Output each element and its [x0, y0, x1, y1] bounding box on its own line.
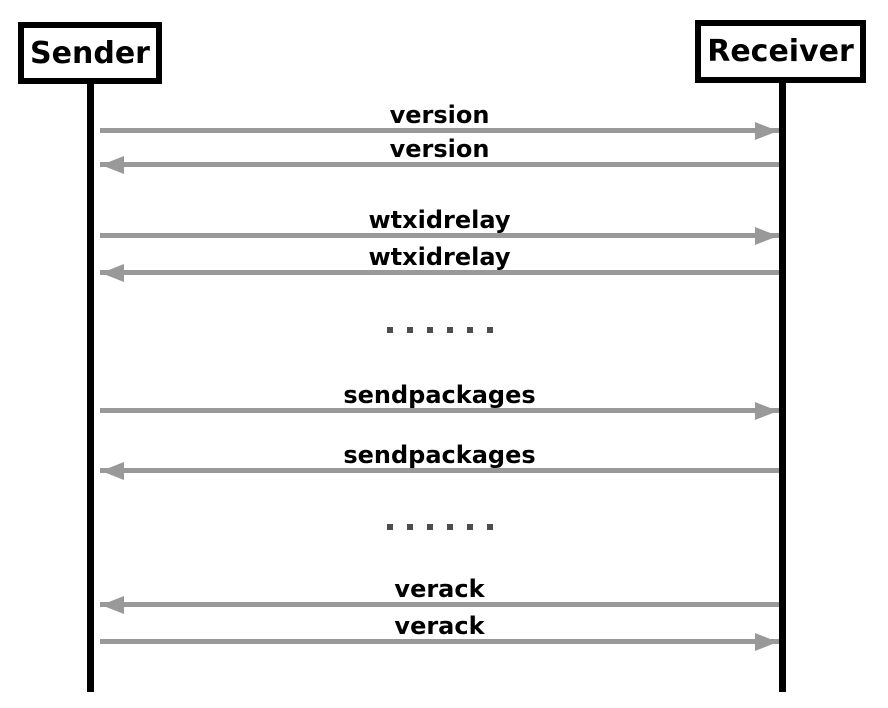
- arrowhead-left-icon: [101, 595, 124, 614]
- message-line: [100, 461, 779, 480]
- message-version-left: version: [100, 137, 779, 174]
- message-line: [100, 401, 779, 420]
- message-label: sendpackages: [343, 441, 536, 469]
- ellipsis-row: [100, 327, 779, 333]
- message-verack-right: verack: [100, 614, 779, 651]
- message-label: verack: [394, 575, 485, 603]
- ellipsis-dot: [466, 327, 473, 333]
- arrowhead-left-icon: [101, 155, 124, 174]
- arrowhead-right-icon: [755, 226, 778, 245]
- arrowhead-left-icon: [101, 461, 124, 480]
- ellipsis-dot: [446, 524, 453, 530]
- ellipsis-dot: [386, 327, 393, 333]
- ellipsis-dot: [406, 524, 413, 530]
- actor-box-receiver: Receiver: [695, 20, 866, 83]
- message-line: [100, 226, 779, 245]
- arrowhead-right-icon: [755, 401, 778, 420]
- message-wtxidrelay-right: wtxidrelay: [100, 208, 779, 245]
- ellipsis-dot: [486, 524, 493, 530]
- ellipsis-dot: [386, 524, 393, 530]
- message-line: [100, 121, 779, 140]
- arrowhead-right-icon: [755, 632, 778, 651]
- message-label: wtxidrelay: [368, 243, 511, 271]
- actor-box-sender: Sender: [18, 22, 162, 84]
- arrowhead-right-icon: [755, 121, 778, 140]
- message-line: [100, 632, 779, 651]
- message-label: sendpackages: [343, 381, 536, 409]
- message-verack-left: verack: [100, 577, 779, 614]
- message-label: wtxidrelay: [368, 206, 511, 234]
- lifeline-sender: [87, 83, 94, 692]
- actor-receiver-label: Receiver: [707, 34, 854, 69]
- arrowhead-left-icon: [101, 263, 124, 282]
- message-label: verack: [394, 612, 485, 640]
- message-label: version: [389, 135, 490, 163]
- message-wtxidrelay-left: wtxidrelay: [100, 245, 779, 282]
- ellipsis-dot: [486, 327, 493, 333]
- message-sendpackages-right: sendpackages: [100, 383, 779, 420]
- ellipsis-dot: [446, 327, 453, 333]
- message-line: [100, 155, 779, 174]
- message-line: [100, 595, 779, 614]
- message-sendpackages-left: sendpackages: [100, 443, 779, 480]
- ellipsis-dot: [426, 524, 433, 530]
- message-version-right: version: [100, 103, 779, 140]
- ellipsis-row: [100, 524, 779, 530]
- message-label: version: [389, 101, 490, 129]
- actor-sender-label: Sender: [30, 35, 150, 71]
- ellipsis-dot: [426, 327, 433, 333]
- ellipsis-dot: [466, 524, 473, 530]
- lifeline-receiver: [779, 83, 786, 692]
- message-line: [100, 263, 779, 282]
- ellipsis-dot: [406, 327, 413, 333]
